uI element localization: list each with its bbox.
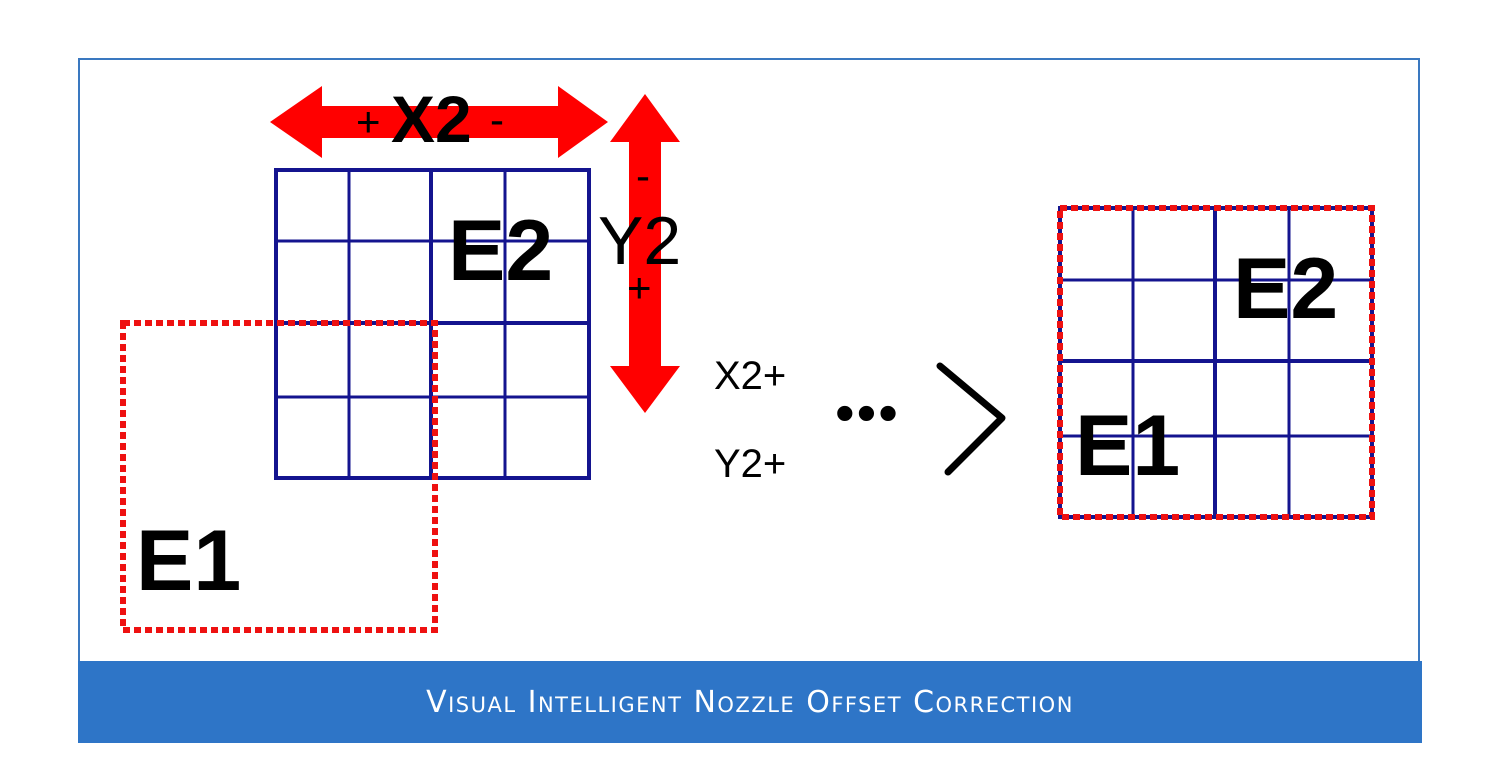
x-arrow-plus: + xyxy=(356,98,381,145)
ellipsis-dots: ••• xyxy=(835,381,900,444)
e2-label-left: E2 xyxy=(448,203,553,299)
x-arrow-minus: - xyxy=(490,96,504,143)
e2-label-right: E2 xyxy=(1233,241,1338,337)
caption-bar: Visual Intelligent Nozzle Offset Correct… xyxy=(78,661,1422,743)
e1-dashed-box-left xyxy=(120,320,438,633)
e1-label-left: E1 xyxy=(136,513,241,609)
e1-label-right: E1 xyxy=(1075,398,1180,494)
y-arrow-plus: + xyxy=(627,264,652,311)
x-arrow-label: X2 xyxy=(391,82,472,156)
y-double-arrow xyxy=(610,94,680,413)
y-step-label: Y2+ xyxy=(714,442,786,486)
caption-title: Visual Intelligent Nozzle Offset Correct… xyxy=(426,684,1074,720)
e1-dashed-box-right xyxy=(1057,205,1375,520)
x-double-arrow xyxy=(270,86,608,158)
x-step-label: X2+ xyxy=(714,354,786,398)
chevron-right-icon xyxy=(936,362,1006,476)
y-arrow-label: Y2 xyxy=(598,203,681,279)
y-arrow-minus: - xyxy=(636,152,650,199)
